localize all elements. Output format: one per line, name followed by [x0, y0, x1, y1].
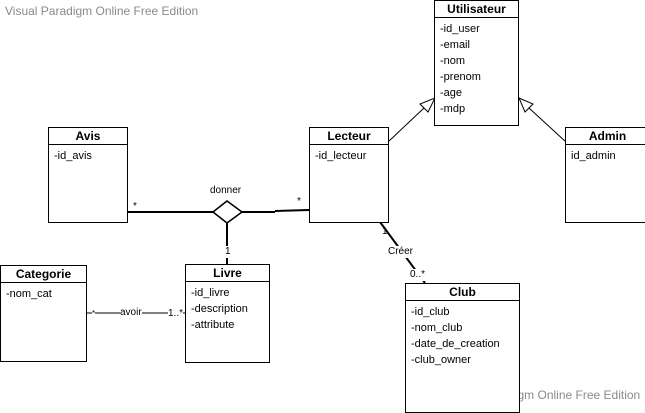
donner-lecteur-multiplicity: * [297, 196, 301, 207]
generalization-admin-line [528, 107, 567, 143]
donner-avis-multiplicity: * [133, 201, 137, 212]
attr-email: -email [440, 39, 470, 51]
attr-mdp: -mdp [440, 103, 466, 115]
avoir-label: avoir [120, 307, 142, 319]
class-lecteur[interactable]: Lecteur -id_lecteur [309, 127, 389, 223]
creer-label: Créer [388, 246, 414, 258]
attr-prenom: -prenom [440, 71, 481, 83]
attr-nom-club: -nom_club [411, 322, 463, 334]
attr-id-lecteur: -id_lecteur [315, 150, 367, 162]
attr-id-avis: -id_avis [54, 150, 92, 162]
donner-diamond [211, 200, 244, 224]
attr-attribute: -attribute [191, 319, 235, 331]
creer-lecteur-multiplicity: 1 [382, 226, 388, 237]
class-categorie[interactable]: Categorie -nom_cat [0, 265, 87, 362]
attr-nom: -nom [440, 55, 466, 67]
attr-id-livre: -id_livre [191, 287, 230, 299]
avoir-categorie-multiplicity: * [92, 308, 96, 320]
donner-label: donner [210, 185, 242, 196]
class-avis[interactable]: Avis -id_avis [48, 127, 128, 223]
attr-description: -description [191, 303, 248, 315]
generalization-lecteur-arrow [419, 97, 437, 113]
attr-id-user: -id_user [440, 23, 480, 35]
generalization-admin-arrow [518, 97, 534, 113]
attr-club-owner: -club_owner [411, 354, 471, 366]
class-admin-name: Admin [566, 128, 645, 145]
watermark-top: Visual Paradigm Online Free Edition [5, 4, 199, 18]
generalization-lecteur-line [387, 107, 425, 143]
creer-club-multiplicity: 0..* [410, 269, 426, 281]
class-livre[interactable]: Livre -id_livre -description -attribute [185, 264, 270, 363]
donner-livre-multiplicity: 1 [225, 246, 231, 258]
attr-id-club: -id_club [411, 306, 450, 318]
class-avis-name: Avis [49, 128, 127, 145]
attr-age: -age [440, 87, 463, 99]
attr-id-admin: id_admin [571, 150, 616, 162]
attr-date-de-creation: -date_de_creation [411, 338, 500, 350]
class-lecteur-name: Lecteur [310, 128, 388, 145]
attr-nom-cat: -nom_cat [6, 288, 52, 300]
class-club[interactable]: Club -id_club -nom_club -date_de_creatio… [405, 283, 520, 413]
class-categorie-name: Categorie [1, 266, 86, 283]
class-club-name: Club [406, 284, 519, 301]
class-utilisateur[interactable]: Utilisateur -id_user -email -nom -prenom… [434, 0, 519, 126]
class-livre-name: Livre [186, 265, 269, 282]
avoir-livre-multiplicity: 1..* [168, 308, 184, 320]
class-admin[interactable]: Admin id_admin [565, 127, 645, 223]
donner-lecteur-line-2 [274, 209, 310, 212]
class-utilisateur-name: Utilisateur [435, 1, 518, 18]
